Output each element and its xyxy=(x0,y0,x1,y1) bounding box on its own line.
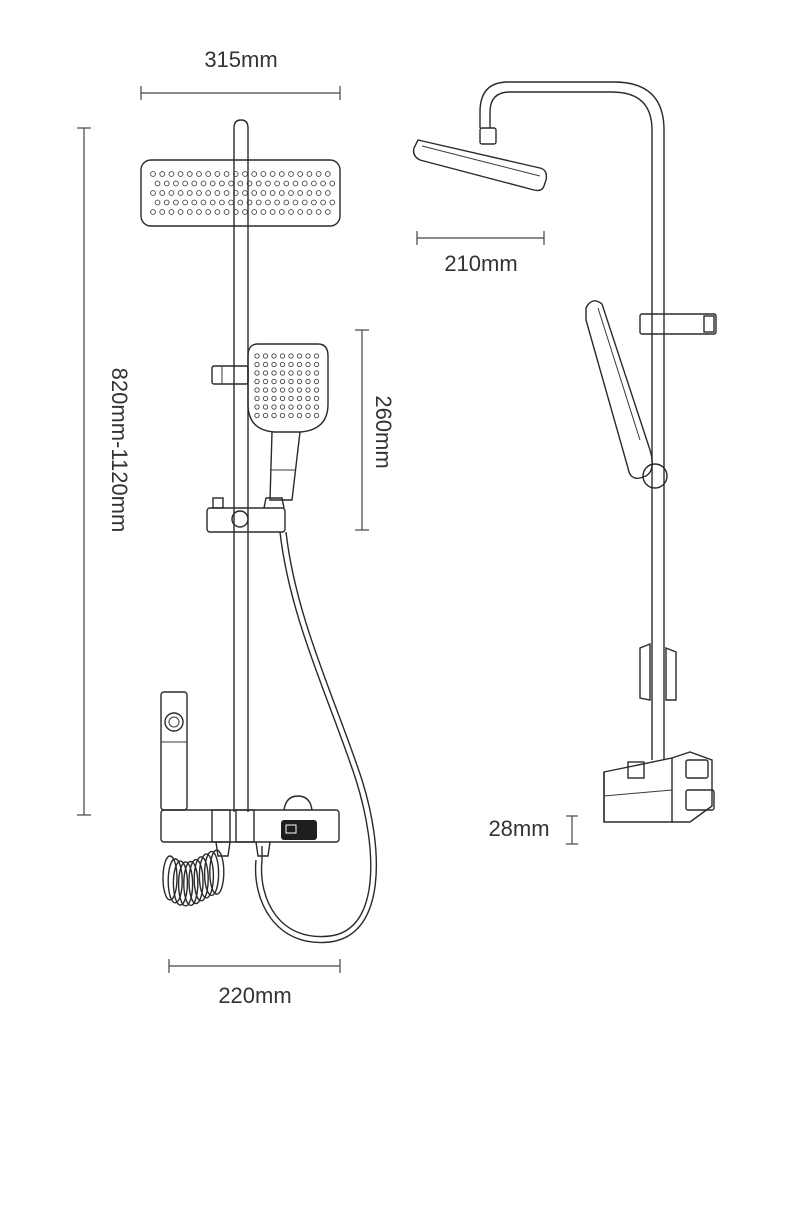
shower-hose xyxy=(254,531,378,944)
front-view xyxy=(140,119,378,944)
side-handheld-shower xyxy=(585,300,668,489)
dimension-bottom-width: 220mm xyxy=(168,959,341,1008)
shower-head-nozzles xyxy=(150,171,336,215)
side-mixer-body xyxy=(603,751,715,823)
label-height-range: 820mm-1120mm xyxy=(107,368,132,533)
handset-holder-upper xyxy=(211,365,249,385)
label-top-width: 315mm xyxy=(204,47,277,72)
riser-pipe xyxy=(233,119,249,812)
label-bottom-width: 220mm xyxy=(218,983,291,1008)
handheld-nozzles xyxy=(254,353,320,419)
dimension-height-range: 820mm-1120mm xyxy=(77,127,132,816)
side-slider-bracket xyxy=(639,313,717,335)
dimension-body-depth: 28mm xyxy=(488,815,578,845)
dimension-handset-height: 260mm xyxy=(355,329,396,531)
rain-shower-head xyxy=(140,159,341,227)
side-riser-arm xyxy=(479,81,665,760)
side-lower-joint xyxy=(639,642,677,701)
mixer-body xyxy=(160,795,340,857)
dimension-head-depth: 210mm xyxy=(416,231,545,276)
slider-bracket xyxy=(206,497,286,533)
side-shower-head xyxy=(412,127,548,192)
handheld-shower xyxy=(247,343,329,501)
spray-gun xyxy=(160,691,188,811)
coiled-hose xyxy=(162,849,225,907)
label-handset-height: 260mm xyxy=(371,395,396,468)
label-head-depth: 210mm xyxy=(444,251,517,276)
label-body-depth: 28mm xyxy=(488,816,549,841)
side-view xyxy=(412,81,717,823)
dimension-top-width: 315mm xyxy=(140,47,341,100)
